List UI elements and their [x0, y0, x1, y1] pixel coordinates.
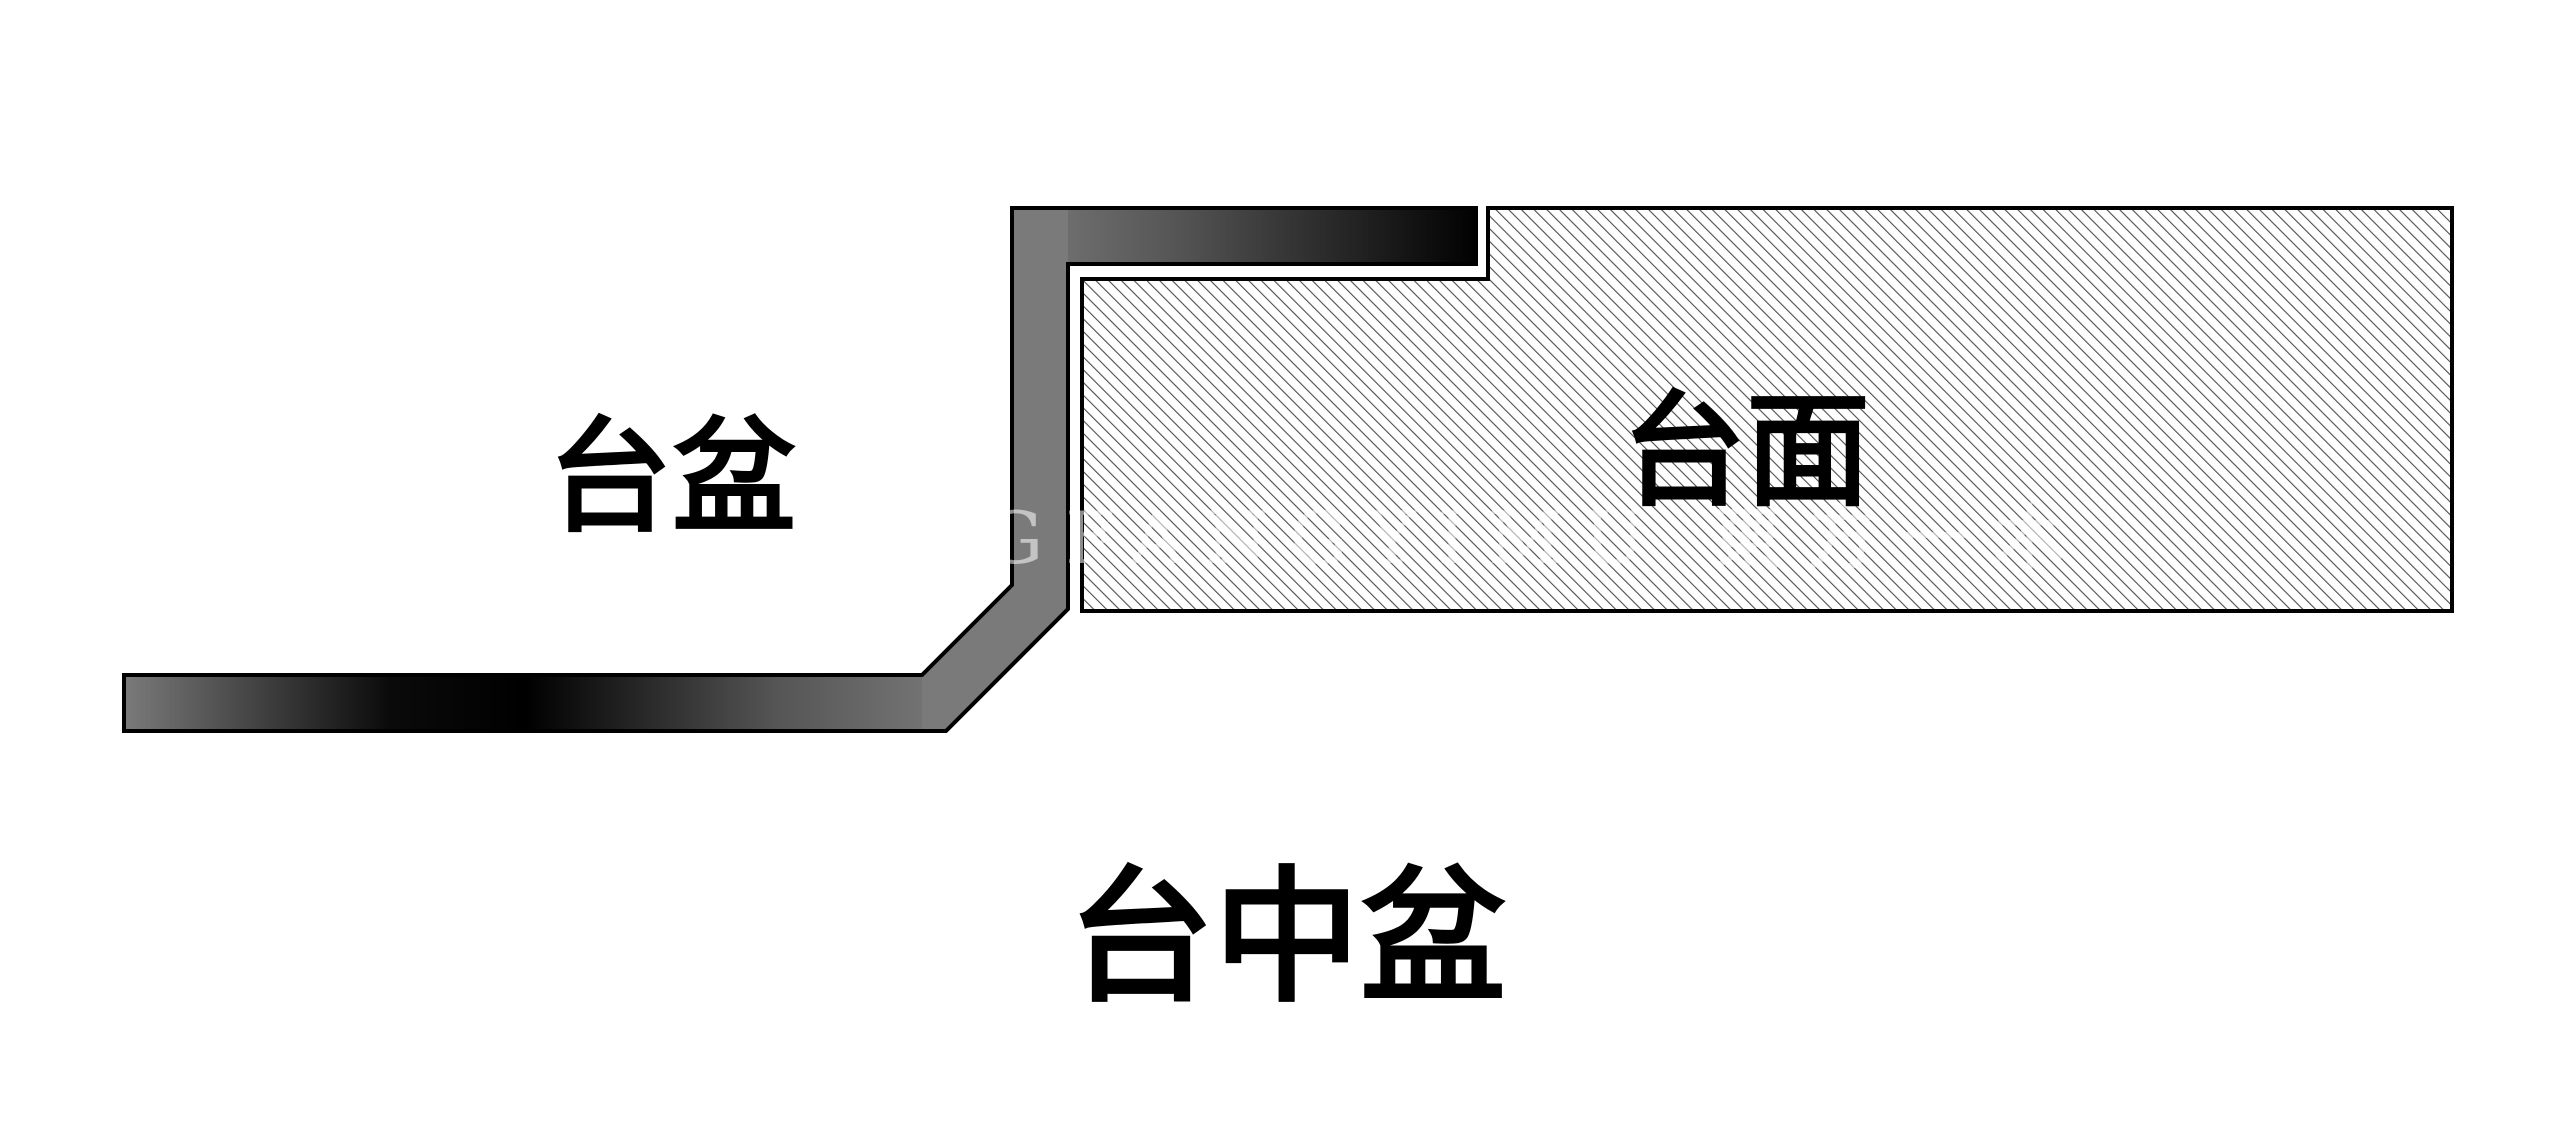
basin-bottom-flange [124, 675, 922, 731]
countertop-slab [1080, 206, 2454, 613]
countertop-label: 台面 [1622, 380, 1870, 524]
basin-outline [122, 206, 1478, 733]
watermark: DONGFANGYIMU 東方一木 [740, 496, 2087, 580]
basin-top-flange [1068, 208, 1476, 264]
caption-undermount-basin: 台中盆 [1068, 853, 1506, 1023]
basin-label: 台盆 [548, 406, 796, 550]
